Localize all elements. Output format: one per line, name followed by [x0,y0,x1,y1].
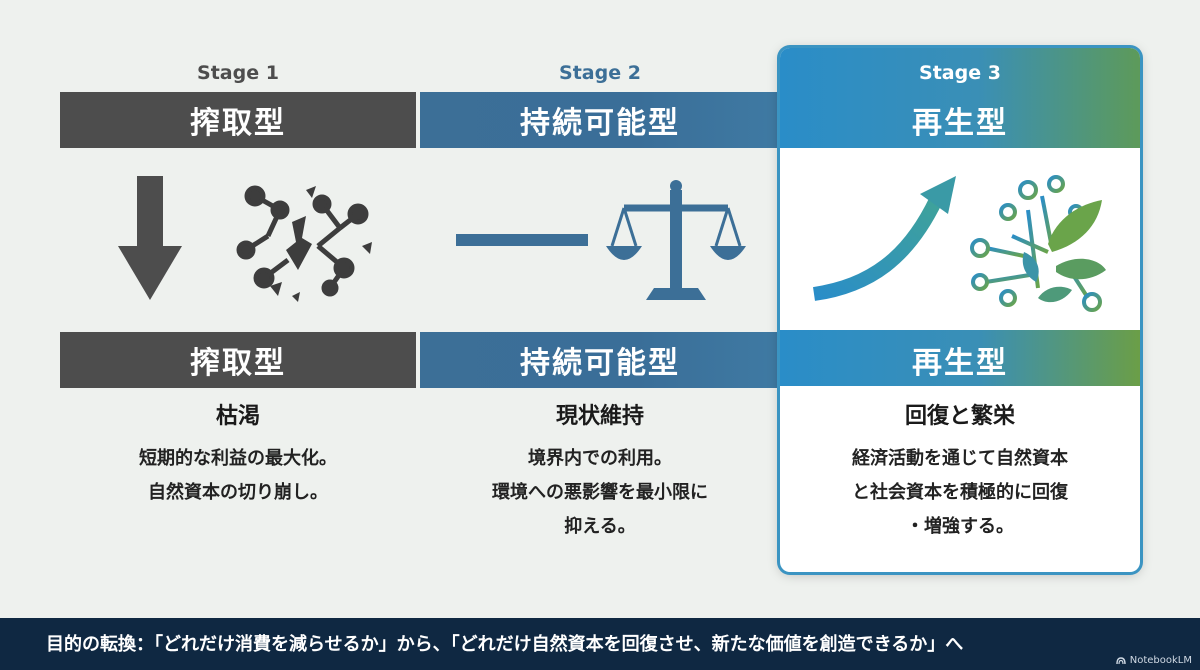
stage-3-icons [780,148,1140,330]
footer-banner: 目的の転換：「どれだけ消費を減らせるか」から、「どれだけ自然資本を回復させ、新た… [0,618,1200,670]
stage-3-title: 再生型 [912,106,1008,141]
stage-3-card: Stage 3 再生型 [780,48,1140,572]
stage-2-heading: 現状維持 [555,404,644,429]
brand-name: NotebookLM [1129,655,1192,666]
stage-3-title-band-2 [780,330,1140,386]
stage-2-title-band-2: 持続可能型 [420,332,780,388]
stage-3-desc-line: 経済活動を通じて自然資本 [852,448,1068,469]
stage-3-description: 経済活動を通じて自然資本 と社会資本を積極的に回復 ・増強する。 [780,442,1140,544]
stage-1-title-band-2: 搾取型 [60,332,416,388]
stage-1-heading: 枯渇 [215,404,260,429]
stage-3-title-2: 再生型 [912,346,1008,381]
footer-text: 目的の転換：「どれだけ消費を減らせるか」から、「どれだけ自然資本を回復させ、新た… [46,634,964,655]
brand-watermark: NotebookLM [1116,655,1192,666]
stage-2-description: 境界内での利用。 環境への悪影響を最小限に 抑える。 [420,442,780,544]
stage-1-description: 短期的な利益の最大化。 自然資本の切り崩し。 [58,442,418,510]
rising-arrow-icon [812,176,956,301]
stage-1-title-2: 搾取型 [190,346,286,381]
stage-2-title-2: 持続可能型 [520,346,680,381]
stage-3-desc-line: と社会資本を積極的に回復 [852,482,1068,503]
stage-2-icons [420,150,780,332]
stage-3-heading: 回復と繁栄 [904,404,1015,429]
stage-1-title-band: 搾取型 [60,92,416,148]
stage-1-desc-line: 自然資本の切り崩し。 [148,482,328,503]
stage-3-label: Stage 3 [919,62,1001,84]
stage-3-desc-line: ・増強する。 [906,516,1014,537]
stage-2-desc-line: 環境への悪影響を最小限に [492,482,708,503]
flat-line-icon [456,234,588,246]
balance-scale-icon [606,180,746,300]
stage-2-title-band: 持続可能型 [420,92,780,148]
growing-network-leaf-icon [970,175,1106,312]
stage-1-title: 搾取型 [190,106,286,141]
notebook-logo-icon [1116,656,1126,664]
stage-2-title: 持続可能型 [520,106,680,141]
stage-1-label: Stage 1 [197,62,279,84]
stage-1-desc-line: 短期的な利益の最大化。 [139,448,337,469]
stage-3-title-band [780,48,1140,148]
stage-2-label: Stage 2 [559,62,641,84]
stage-2-desc-line: 境界内での利用。 [528,448,672,469]
stage-2-desc-line: 抑える。 [564,516,636,537]
down-arrow-icon [118,176,182,300]
stage-1-icons [60,150,416,332]
broken-network-icon [236,185,372,302]
